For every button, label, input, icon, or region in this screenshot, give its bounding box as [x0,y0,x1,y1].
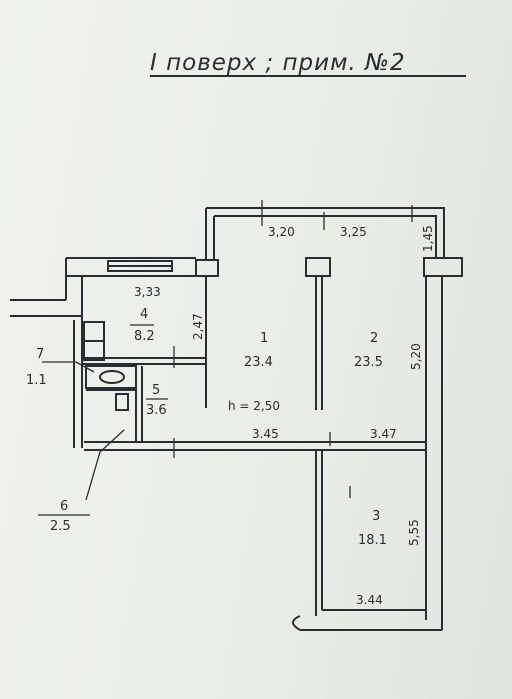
dim-mid-right: 3.47 [370,427,397,441]
room2-number: 2 [370,331,378,346]
sink-fixture [115,393,129,411]
bath-partition [135,366,143,442]
dim-top-right: 3,25 [340,225,367,239]
left-wall-upper [65,258,83,320]
entrance-wall [10,299,82,317]
room3-left-wall [315,450,323,616]
room4-area: 8.2 [134,329,155,344]
window-block-right [423,257,463,277]
right-wall [425,276,443,630]
bottom-wall [300,609,442,631]
ceiling-height: h = 2,50 [228,399,280,413]
corridor-wall [84,441,426,451]
kitchen-top-wall [66,257,196,277]
kitchen-bottom-wall [82,357,206,365]
room4-number: 4 [140,307,148,322]
dim-room2-depth: 5,20 [409,343,423,370]
room6-number: 6 [60,499,68,514]
leader-room6 [85,429,125,501]
top-inner-wall [214,215,437,258]
dim-bottom: 3.44 [356,593,383,607]
dim-right-top: 1,45 [421,225,435,252]
room6-area: 2.5 [50,519,71,534]
dim-room3-depth: 5,55 [407,519,421,546]
window-block-left [195,259,219,277]
wc-box [85,365,137,389]
dim-kitchen-width: 3,33 [134,285,161,299]
bottom-wall-end [292,615,301,631]
dim-mid-left: 3.45 [252,427,279,441]
room1-area: 23.4 [244,355,273,370]
room7-area: 1.1 [26,373,47,388]
room5-number: 5 [152,383,160,398]
plan-title: I поверх ; прим. №2 [150,50,406,76]
dim-kitchen-depth: 2,47 [191,313,205,340]
room1-room2-wall [315,276,323,410]
room2-area: 23.5 [354,355,383,370]
room1-number: 1 [260,331,268,346]
room3-number: 3 [372,509,380,524]
dim-top-left: 3,20 [268,225,295,239]
top-outer-wall [206,207,445,258]
walls [10,207,463,631]
leader-room7 [42,361,95,373]
room1-left-wall-upper [205,208,215,260]
column-middle [305,257,331,277]
room3-area: 18.1 [358,533,387,548]
room5-area: 3.6 [146,403,167,418]
left-wall-lower [73,320,83,448]
room7-number: 7 [36,347,44,362]
